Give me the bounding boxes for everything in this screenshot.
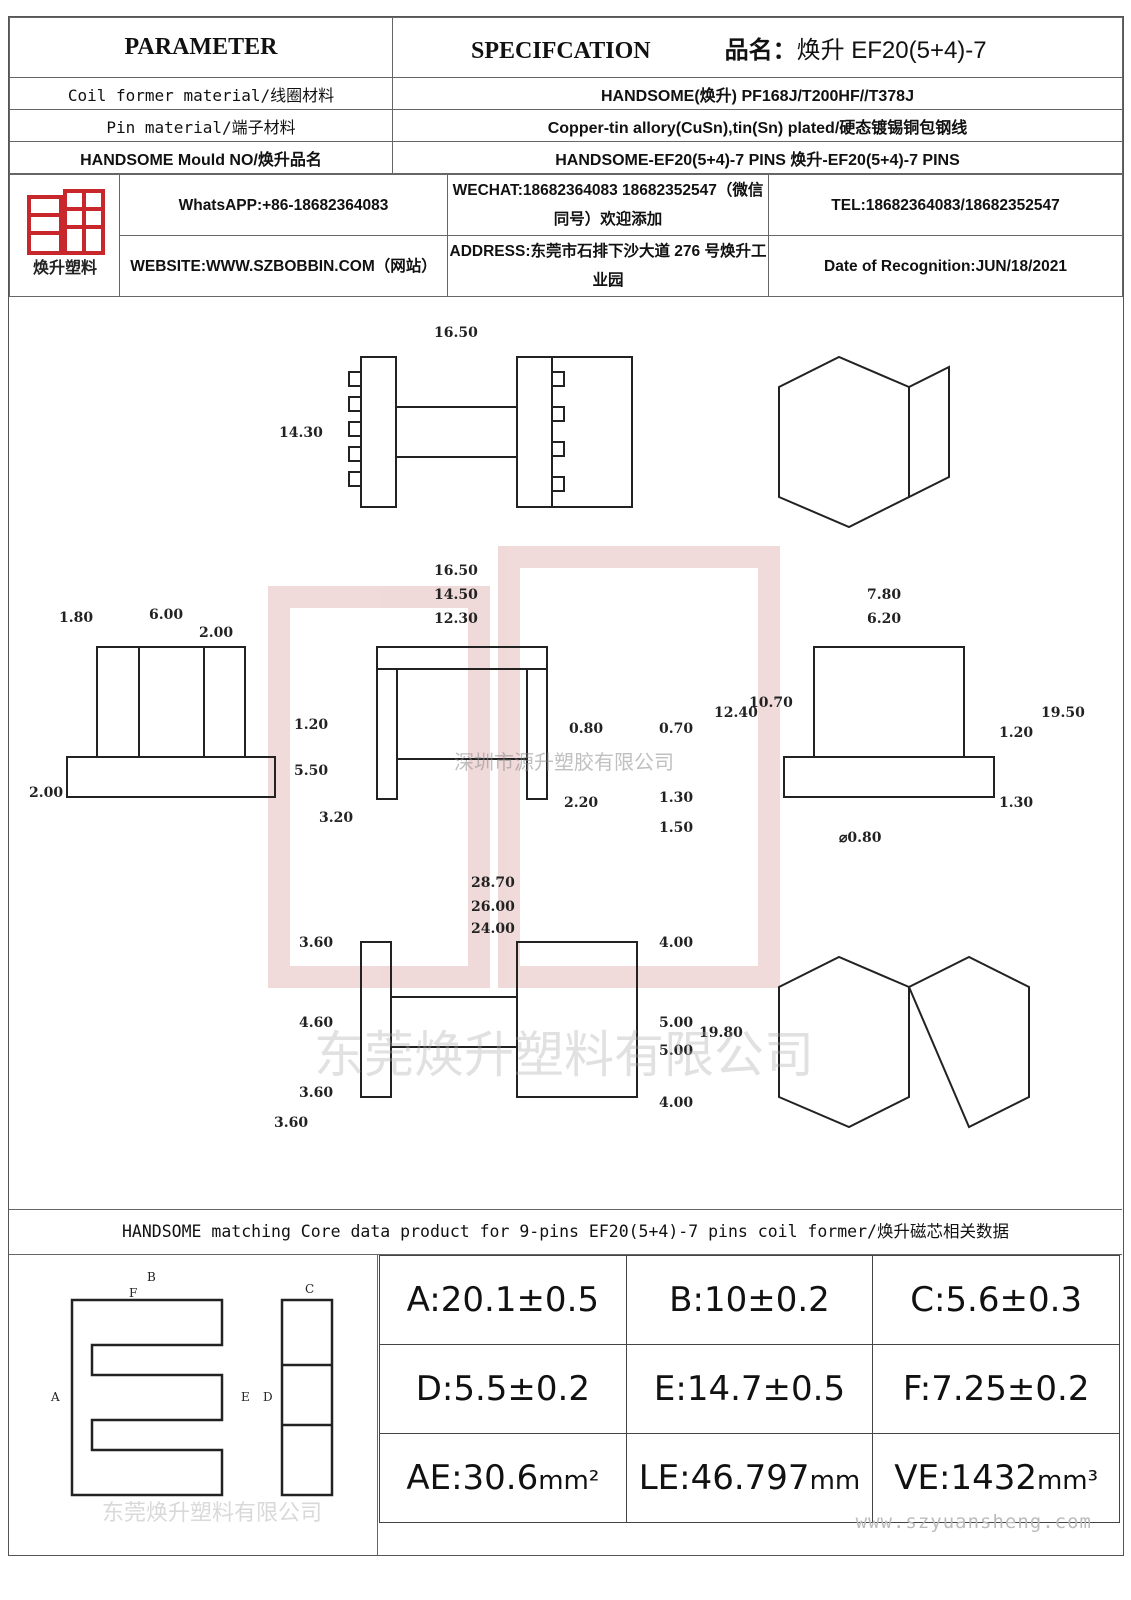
dim-r120: 1.20 bbox=[999, 725, 1033, 741]
row-value-pin-material: Copper-tin allory(CuSn),tin(Sn) plated/硬… bbox=[392, 109, 1123, 142]
param-LE: LE:46.797mm bbox=[625, 1433, 874, 1523]
core-data-band: HANDSOME matching Core data product for … bbox=[9, 1210, 1122, 1255]
dim-R: 4.60 bbox=[299, 1015, 333, 1031]
dim-V: 5.00 bbox=[659, 1015, 693, 1031]
dim-K: 6.20 bbox=[867, 611, 901, 627]
dim-I: 10.70 bbox=[749, 695, 793, 711]
core-drawing-svg: B F C A E D 东莞焕升塑料有限公司 bbox=[50, 1270, 334, 1526]
watermark-logo-icon bbox=[268, 546, 780, 988]
dim-d22: 2.20 bbox=[564, 795, 598, 811]
wechat: WECHAT:18682364083 18682352547（微信同号）欢迎添加 bbox=[447, 174, 769, 236]
dim-top-left: 6.00 bbox=[149, 607, 183, 623]
core-params-table: A:20.1±0.5 B:10±0.2 C:5.6±0.3 D:5.5±0.2 … bbox=[379, 1255, 1120, 1523]
handsome-logo-icon: 焕升塑料 bbox=[26, 188, 105, 277]
param-AE-unit: mm² bbox=[538, 1466, 600, 1496]
dim-w2: 2.00 bbox=[199, 625, 233, 641]
dim-X: 4.00 bbox=[659, 1095, 693, 1111]
param-F: F:7.25±0.2 bbox=[872, 1344, 1120, 1434]
param-VE: VE:1432mm³ bbox=[872, 1433, 1120, 1523]
dim-M: ⌀0.80 bbox=[839, 830, 882, 846]
dim-h2: 1.20 bbox=[294, 717, 328, 733]
core-area: B F C A E D 东莞焕升塑料有限公司 A:20.1±0.5 B:10±0… bbox=[9, 1255, 1122, 1555]
dim-h200: 2.00 bbox=[29, 785, 63, 801]
param-D: D:5.5±0.2 bbox=[379, 1344, 627, 1434]
param-VE-value: VE:1432 bbox=[894, 1458, 1037, 1498]
dim-G: 3.20 bbox=[319, 810, 353, 826]
watermark-big: 东莞焕升塑料有限公司 bbox=[314, 1026, 814, 1084]
row-label-coil-material: Coil former material/线圈材料 bbox=[9, 77, 393, 110]
recognition-date: Date of Recognition:JUN/18/2021 bbox=[768, 235, 1123, 297]
row-value-mould-no: HANDSOME-EF20(5+4)-7 PINS 焕升-EF20(5+4)-7… bbox=[392, 141, 1123, 174]
dim-r130: 1.30 bbox=[999, 795, 1033, 811]
core-label-D: D bbox=[263, 1390, 273, 1404]
website: WEBSITE:WWW.SZBOBBIN.COM（网站） bbox=[119, 235, 448, 297]
dim-h1: 1.80 bbox=[59, 610, 93, 626]
dim-E: 12.30 bbox=[434, 611, 478, 627]
dim-U: 4.00 bbox=[659, 935, 693, 951]
param-C: C:5.6±0.3 bbox=[872, 1255, 1120, 1345]
param-AE: AE:30.6mm² bbox=[379, 1433, 627, 1523]
dim-B: 14.30 bbox=[279, 425, 323, 441]
param-AE-value: AE:30.6 bbox=[406, 1458, 539, 1498]
param-LE-value: LE:46.797 bbox=[638, 1458, 810, 1498]
dim-L: 19.50 bbox=[1041, 705, 1085, 721]
tel: TEL:18682364083/18682352547 bbox=[768, 174, 1123, 236]
technical-drawing: 16.50 14.30 16.50 14.50 12.30 6.00 2.00 … bbox=[9, 297, 1122, 1210]
core-label-C: C bbox=[305, 1282, 314, 1296]
logo-caption: 焕升塑料 bbox=[32, 258, 96, 277]
param-B: B:10±0.2 bbox=[625, 1255, 874, 1345]
dim-F: 5.50 bbox=[294, 763, 328, 779]
header-table: PARAMETER SPECIFCATION 品名：焕升 EF20(5+4)-7… bbox=[9, 17, 1123, 174]
dim-V2: 5.00 bbox=[659, 1043, 693, 1059]
param-VE-unit: mm³ bbox=[1036, 1466, 1099, 1496]
core-drawing: B F C A E D 东莞焕升塑料有限公司 bbox=[17, 1255, 378, 1555]
dim-J: 7.80 bbox=[867, 587, 901, 603]
parameter-heading: PARAMETER bbox=[9, 17, 393, 78]
dim-O: 26.00 bbox=[471, 899, 515, 915]
dim-d15: 1.50 bbox=[659, 820, 693, 836]
dim-S: 3.60 bbox=[299, 1085, 333, 1101]
dim-C: 16.50 bbox=[434, 563, 478, 579]
specification-heading: SPECIFCATION 品名：焕升 EF20(5+4)-7 bbox=[392, 17, 1123, 78]
spec-sheet: PARAMETER SPECIFCATION 品名：焕升 EF20(5+4)-7… bbox=[8, 16, 1124, 1556]
dim-T: 3.60 bbox=[274, 1115, 308, 1131]
dim-W: 19.80 bbox=[699, 1025, 743, 1041]
dim-d07: 0.70 bbox=[659, 721, 693, 737]
param-A: A:20.1±0.5 bbox=[379, 1255, 627, 1345]
bobbin-drawing-svg: 16.50 14.30 16.50 14.50 12.30 6.00 2.00 … bbox=[29, 325, 1085, 1131]
logo-cell: 焕升塑料 bbox=[9, 174, 120, 297]
row-label-mould-no: HANDSOME Mould NO/焕升品名 bbox=[9, 141, 393, 174]
dim-Q: 3.60 bbox=[299, 935, 333, 951]
contact-table: 焕升塑料 WhatsAPP:+86-18682364083 WECHAT:186… bbox=[9, 174, 1123, 297]
core-label-A: A bbox=[50, 1390, 60, 1404]
row-value-coil-material: HANDSOME(焕升) PF168J/T200HF//T378J bbox=[392, 77, 1123, 110]
product-name: 焕升 EF20(5+4)-7 bbox=[796, 37, 987, 64]
core-watermark: 东莞焕升塑料有限公司 bbox=[102, 1501, 322, 1526]
dim-P: 24.00 bbox=[471, 921, 515, 937]
dim-H: 12.40 bbox=[714, 705, 758, 721]
footer-url: www.szyuansheng.com bbox=[855, 1511, 1092, 1533]
dim-N: 28.70 bbox=[471, 875, 515, 891]
core-label-E: E bbox=[241, 1390, 250, 1404]
dim-D: 14.50 bbox=[434, 587, 478, 603]
row-label-pin-material: Pin material/端子材料 bbox=[9, 109, 393, 142]
param-LE-unit: mm bbox=[809, 1466, 861, 1496]
address: ADDRESS:东莞市石排下沙大道 276 号焕升工业园 bbox=[447, 235, 769, 297]
watermark-mid: 深圳市源升塑胶有限公司 bbox=[454, 750, 674, 774]
dim-d13: 1.30 bbox=[659, 790, 693, 806]
dim-d08: 0.80 bbox=[569, 721, 603, 737]
dim-A: 16.50 bbox=[434, 325, 478, 341]
core-label-F: F bbox=[129, 1286, 137, 1300]
whatsapp: WhatsAPP:+86-18682364083 bbox=[119, 174, 448, 236]
core-label-B: B bbox=[147, 1270, 156, 1284]
product-name-label: 品名： bbox=[724, 38, 797, 64]
spec-label: SPECIFCATION bbox=[471, 38, 651, 64]
param-E: E:14.7±0.5 bbox=[625, 1344, 874, 1434]
